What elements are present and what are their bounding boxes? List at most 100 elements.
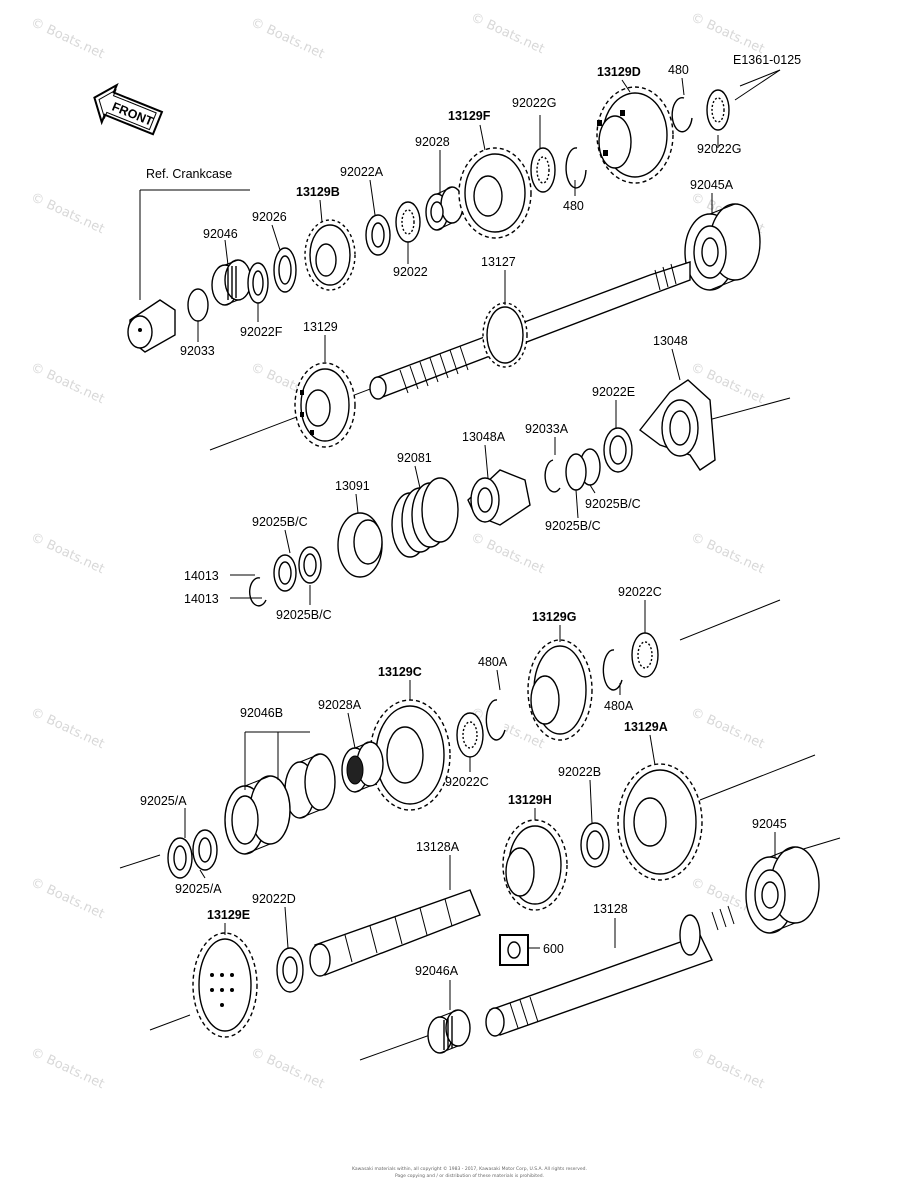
watermark: © Boats.net — [248, 15, 326, 62]
washer-92022F — [247, 262, 269, 304]
watermark: © Boats.net — [468, 10, 546, 57]
label-92025BC-left-b: 92025B/C — [276, 608, 332, 622]
watermark: © Boats.net — [688, 530, 766, 577]
watermark: © Boats.net — [688, 1045, 766, 1092]
label-92046A: 92046A — [415, 964, 459, 978]
footer-copyright: Kawasaki materials within, all copyright… — [352, 1165, 587, 1172]
sleeve-13128A — [309, 889, 481, 977]
part-13048 — [639, 379, 716, 471]
washer-92022A — [365, 214, 391, 256]
label-92025BC-left-a: 92025B/C — [252, 515, 308, 529]
label-14013-a: 14013 — [184, 569, 219, 583]
circlip-480-top — [671, 97, 693, 133]
label-600: 600 — [543, 942, 564, 956]
axis-line — [679, 599, 781, 641]
label-92025A-top: 92025/A — [140, 794, 187, 808]
washer-92022G-top — [706, 89, 730, 131]
bushing-92028A — [341, 741, 384, 793]
gear-13129 — [294, 362, 356, 448]
label-92022C-low: 92022C — [445, 775, 489, 789]
label-92022G-top: 92022G — [697, 142, 741, 156]
circlip-480A-right — [602, 649, 623, 691]
watermark: © Boats.net — [28, 530, 106, 577]
label-13129: 13129 — [303, 320, 338, 334]
needle-bearing-92046 — [211, 259, 252, 306]
axis-line — [119, 854, 161, 869]
label-13128: 13128 — [593, 902, 628, 916]
label-92025A-bottom: 92025/A — [175, 882, 222, 896]
label-92022C-top: 92022C — [618, 585, 662, 599]
watermark: © Boats.net — [28, 190, 106, 237]
bearing-92045 — [745, 846, 820, 934]
washer-92022E — [603, 427, 633, 473]
shaft-13127 — [369, 261, 691, 400]
gear-13129A — [617, 763, 703, 881]
axis-line — [359, 1034, 431, 1061]
label-92022F: 92022F — [240, 325, 283, 339]
gear-13129D — [596, 86, 674, 184]
circlip-480-mid — [565, 147, 587, 189]
label-92022E: 92022E — [592, 385, 635, 399]
label-92028: 92028 — [415, 135, 450, 149]
label-92025BC-right-a: 92025B/C — [585, 497, 641, 511]
gear-13129F — [458, 147, 532, 239]
gear-13129G — [527, 639, 593, 741]
label-13129F: 13129F — [448, 109, 491, 123]
label-480-top: 480 — [668, 63, 689, 77]
watermark: © Boats.net — [688, 705, 766, 752]
bearing-92045A — [684, 203, 761, 291]
gear-13129C — [369, 699, 451, 811]
watermark: © Boats.net — [468, 530, 546, 577]
label-13048: 13048 — [653, 334, 688, 348]
label-13128A: 13128A — [416, 840, 460, 854]
leader-lines — [184, 77, 776, 1010]
washer-92025BC-pair — [565, 448, 601, 491]
watermark: © Boats.net — [28, 15, 106, 62]
washer-92025BC-left — [273, 546, 322, 592]
watermark: © Boats.net — [28, 705, 106, 752]
watermark: © Boats.net — [28, 875, 106, 922]
axis-line — [149, 1014, 191, 1031]
label-13129E: 13129E — [207, 908, 250, 922]
gear-13129H — [502, 819, 568, 911]
label-13129G: 13129G — [532, 610, 576, 624]
label-92046B: 92046B — [240, 706, 283, 720]
crankcase-plug — [127, 299, 176, 353]
circlip-480A — [485, 699, 506, 741]
washer-92022B — [580, 822, 610, 868]
shaft-13128 — [485, 905, 735, 1037]
label-92045: 92045 — [752, 817, 787, 831]
washer-92022C-low — [456, 712, 484, 758]
axis-line — [699, 754, 816, 801]
label-92028A: 92028A — [318, 698, 362, 712]
reference-note: Ref. Crankcase — [146, 167, 232, 181]
axis-line — [799, 837, 841, 851]
label-13129A: 13129A — [624, 720, 668, 734]
label-92022A: 92022A — [340, 165, 384, 179]
bushing-92028 — [425, 186, 464, 231]
washer-92026 — [273, 247, 297, 293]
label-13129B: 13129B — [296, 185, 340, 199]
gear-13129E — [192, 932, 258, 1038]
footer-notice: Page copying and / or distribution of th… — [395, 1173, 544, 1179]
label-92045A: 92045A — [690, 178, 734, 192]
diagram-code: E1361-0125 — [733, 53, 801, 67]
circlip-92033 — [187, 288, 209, 322]
label-13048A: 13048A — [462, 430, 506, 444]
watermark: © Boats.net — [248, 1045, 326, 1092]
plate-13091 — [337, 512, 383, 578]
label-14013-b: 14013 — [184, 592, 219, 606]
watermark: © Boats.net — [28, 360, 106, 407]
gear-13129B — [304, 219, 356, 291]
needle-bearing-92046A — [427, 1009, 471, 1054]
axis-line — [739, 69, 781, 87]
washer-92022G-mid — [530, 147, 556, 193]
label-92022D: 92022D — [252, 892, 296, 906]
washer-92025A — [167, 829, 218, 879]
label-480A: 480A — [478, 655, 508, 669]
label-13127: 13127 — [481, 255, 516, 269]
watermark: © Boats.net — [688, 10, 766, 57]
washer-92022D — [276, 947, 304, 993]
label-92022: 92022 — [393, 265, 428, 279]
